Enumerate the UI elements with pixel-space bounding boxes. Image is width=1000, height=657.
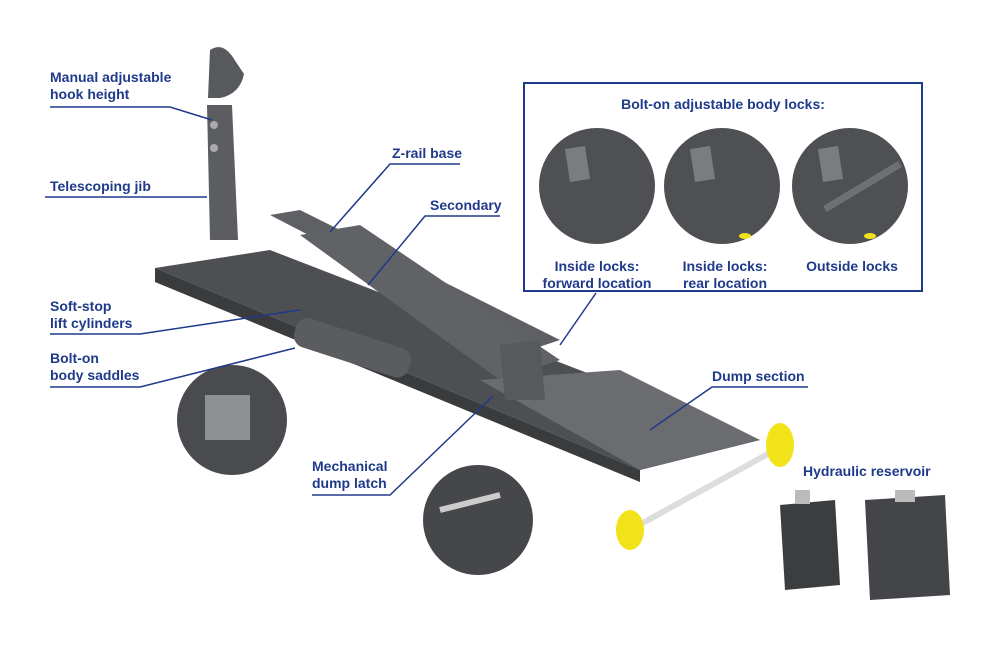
lock-option-rear: Inside locks:rear location bbox=[660, 258, 790, 292]
caption-line: forward location bbox=[542, 275, 652, 291]
label-line: Bolt-on bbox=[50, 350, 99, 366]
caption-line: Outside locks bbox=[806, 258, 898, 274]
label-line: Mechanical bbox=[312, 458, 388, 474]
label-line: lift cylinders bbox=[50, 315, 133, 331]
hydraulic-reservoir-units bbox=[780, 490, 950, 600]
detail-circle-saddle bbox=[177, 365, 287, 475]
label-line: body saddles bbox=[50, 367, 140, 383]
lock-option-forward: Inside locks:forward location bbox=[532, 258, 662, 292]
body-locks-panel: Bolt-on adjustable body locks: Inside lo… bbox=[523, 82, 923, 292]
hook-arm bbox=[207, 47, 244, 240]
label-line: Manual adjustable bbox=[50, 69, 172, 85]
label-z-rail-base: Z-rail base bbox=[392, 145, 463, 161]
lock-rear-image bbox=[664, 128, 780, 244]
label-telescoping-jib: Telescoping jib bbox=[50, 178, 151, 194]
body-locks-images bbox=[539, 128, 908, 244]
label-dump-section: Dump section bbox=[712, 368, 805, 384]
label-line: dump latch bbox=[312, 475, 387, 491]
lock-outside-image bbox=[792, 128, 908, 244]
lock-forward-image bbox=[539, 128, 655, 244]
rear-rollers bbox=[616, 423, 794, 550]
detail-circle-latch bbox=[423, 465, 533, 575]
caption-line: Inside locks: bbox=[554, 258, 640, 274]
label-secondary: Secondary bbox=[430, 197, 502, 213]
body-locks-title: Bolt-on adjustable body locks: bbox=[621, 96, 825, 112]
label-line: hook height bbox=[50, 86, 130, 102]
caption-line: rear location bbox=[682, 275, 768, 291]
caption-line: Inside locks: bbox=[682, 258, 768, 274]
main-frame bbox=[155, 210, 760, 482]
label-hydraulic-reservoir: Hydraulic reservoir bbox=[803, 463, 931, 479]
lock-option-outside: Outside locks bbox=[787, 258, 917, 275]
leader-lines bbox=[45, 106, 808, 496]
label-line: Soft-stop bbox=[50, 298, 112, 314]
